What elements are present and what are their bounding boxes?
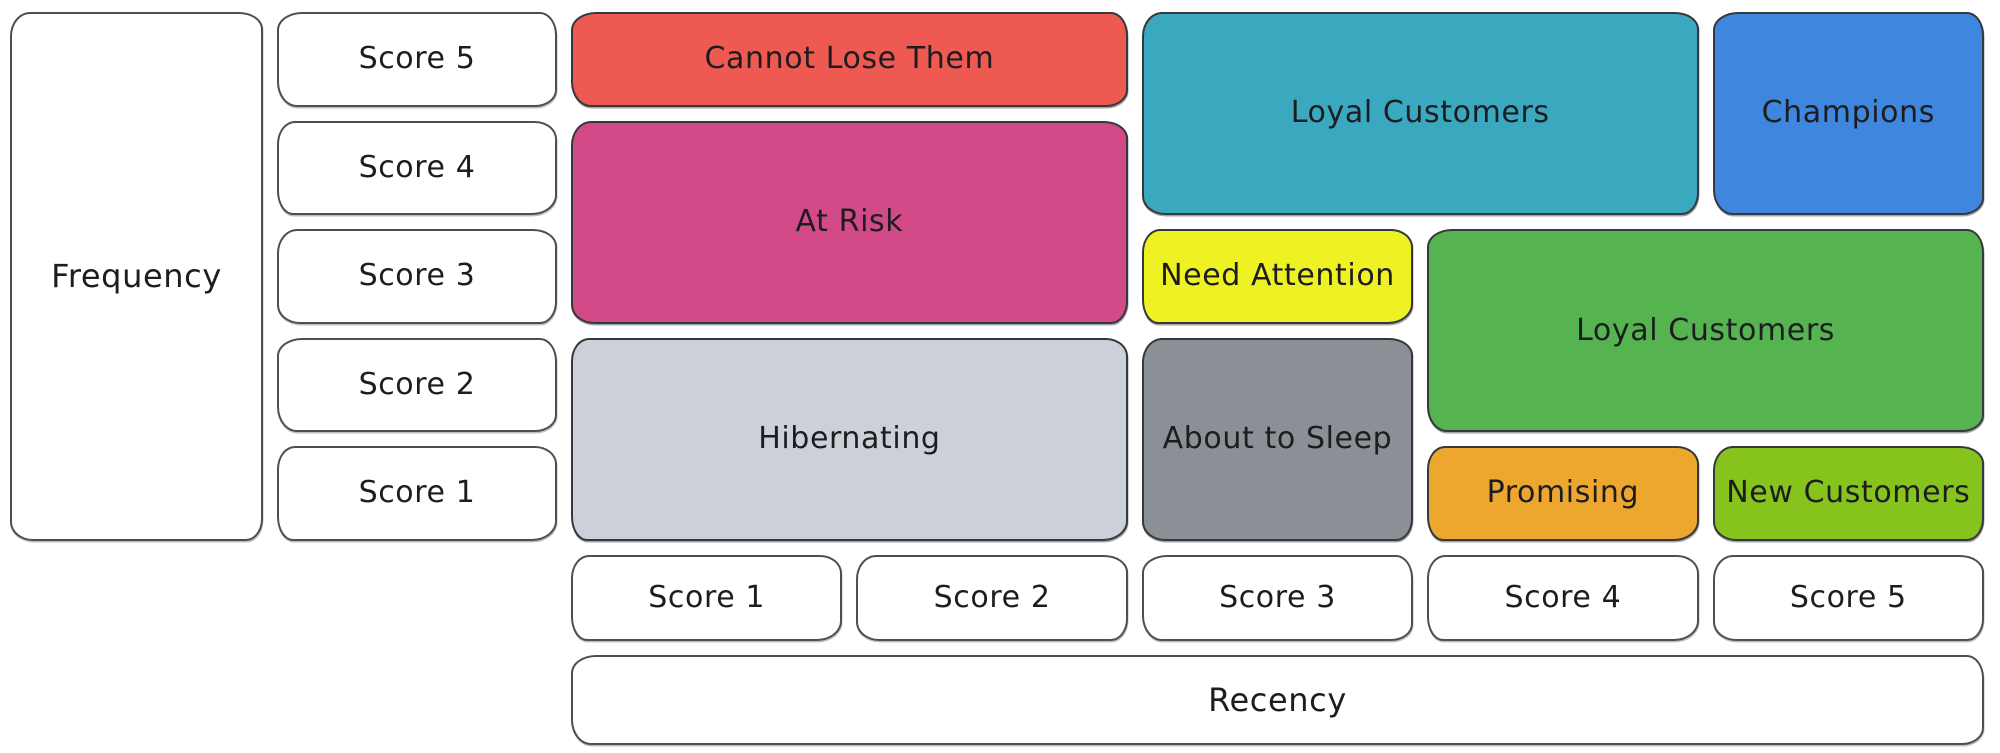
frequency-score-2: Score 2 bbox=[277, 337, 557, 433]
frequency-score-5: Score 5 bbox=[277, 12, 557, 107]
segment-at-risk: At Risk bbox=[571, 120, 1128, 324]
segment-about-to-sleep: About to Sleep bbox=[1141, 337, 1414, 541]
frequency-score-1: Score 1 bbox=[277, 446, 557, 541]
frequency-score-3: Score 3 bbox=[277, 229, 557, 324]
segment-new-customers: New Customers bbox=[1712, 446, 1984, 541]
recency-score-5: Score 5 bbox=[1712, 554, 1984, 641]
segment-hibernating: Hibernating bbox=[571, 337, 1128, 541]
frequency-axis-label: Frequency bbox=[10, 12, 263, 541]
segment-promising: Promising bbox=[1427, 446, 1699, 541]
frequency-score-4: Score 4 bbox=[277, 120, 557, 216]
segment-need-attention: Need Attention bbox=[1141, 229, 1414, 324]
recency-score-2: Score 2 bbox=[856, 554, 1128, 641]
segment-champions: Champions bbox=[1712, 12, 1984, 216]
recency-score-1: Score 1 bbox=[571, 554, 843, 641]
segment-loyal-customers-green: Loyal Customers bbox=[1427, 229, 1984, 433]
segment-loyal-customers-teal: Loyal Customers bbox=[1141, 12, 1699, 216]
recency-score-3: Score 3 bbox=[1141, 554, 1414, 641]
recency-axis-label: Recency bbox=[571, 654, 1984, 745]
segment-cannot-lose-them: Cannot Lose Them bbox=[571, 12, 1128, 107]
recency-score-4: Score 4 bbox=[1427, 554, 1699, 641]
rfm-grid: Frequency Score 5 Score 4 Score 3 Score … bbox=[10, 12, 1984, 745]
